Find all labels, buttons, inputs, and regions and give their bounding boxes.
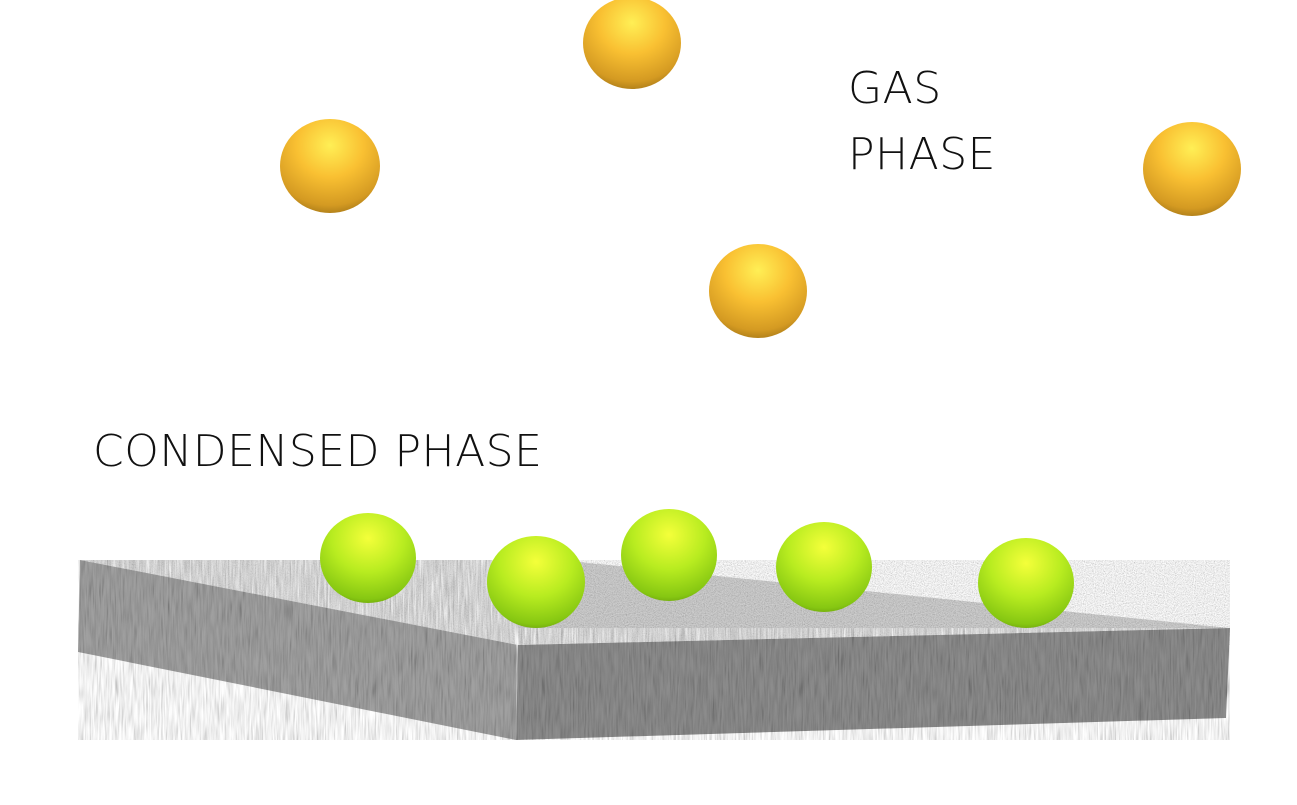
gas-phase-label-line1: GAS [848,63,942,114]
gas-phase-label-line2: PHASE [848,129,996,180]
gas-particle [1143,122,1241,216]
adsorbed-particle [320,513,416,603]
gas-particle [709,244,807,338]
gas-phase-label: GAS PHASE [848,56,996,188]
gas-particle [583,0,681,89]
adsorbed-particles [320,509,1074,628]
adsorbed-particle [621,509,717,601]
slab-front-face [516,628,1230,740]
gas-particles [280,0,1241,338]
slab-left-face [78,560,518,740]
gas-particle [280,119,380,213]
condensed-phase-label: CONDENSED PHASE [93,426,543,477]
adsorbed-particle [776,522,872,612]
adsorbed-particle [978,538,1074,628]
adsorbed-particle [487,536,585,628]
